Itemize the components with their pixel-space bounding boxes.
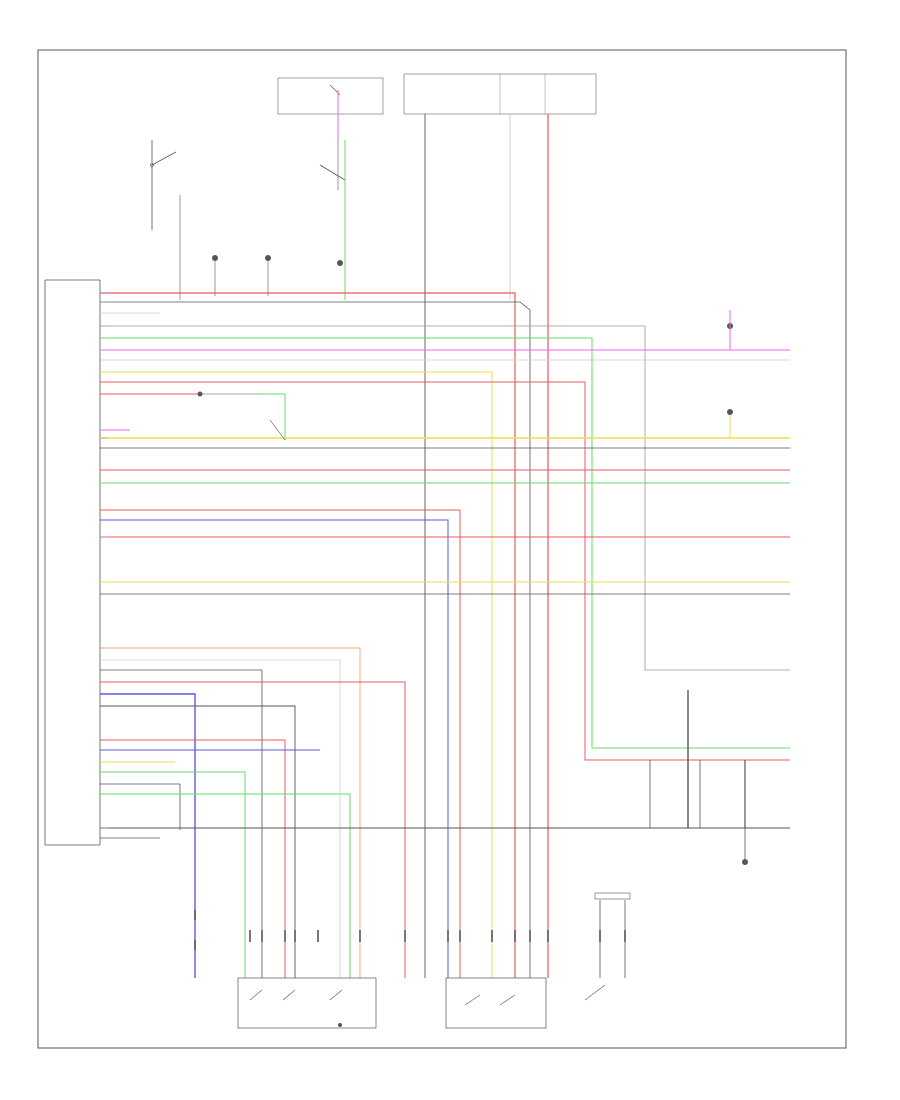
diagram-frame xyxy=(37,49,847,1049)
relay-switch xyxy=(319,140,346,300)
top-fuse-box-left xyxy=(277,77,384,140)
signal-wires-upper xyxy=(100,292,790,978)
ignition-switch xyxy=(150,140,181,300)
control-module-left xyxy=(44,279,101,846)
range-switch-assembly xyxy=(445,977,547,1029)
ground-icon xyxy=(265,255,271,296)
output-speed-sensor-connector xyxy=(649,690,746,860)
ground-icon xyxy=(337,260,343,266)
relay-block-mid xyxy=(197,391,286,441)
ground-icon xyxy=(742,859,748,865)
terminal-pin-icon xyxy=(194,910,626,950)
ground-icon xyxy=(212,255,218,296)
top-fuse-box-right xyxy=(403,73,597,115)
module-pin-ticks xyxy=(100,292,108,829)
connector-right-upper xyxy=(727,310,733,438)
shift-solenoid-assembly xyxy=(237,977,377,1029)
signal-wires-lower xyxy=(100,647,790,978)
transmission-sensor xyxy=(584,892,631,1001)
